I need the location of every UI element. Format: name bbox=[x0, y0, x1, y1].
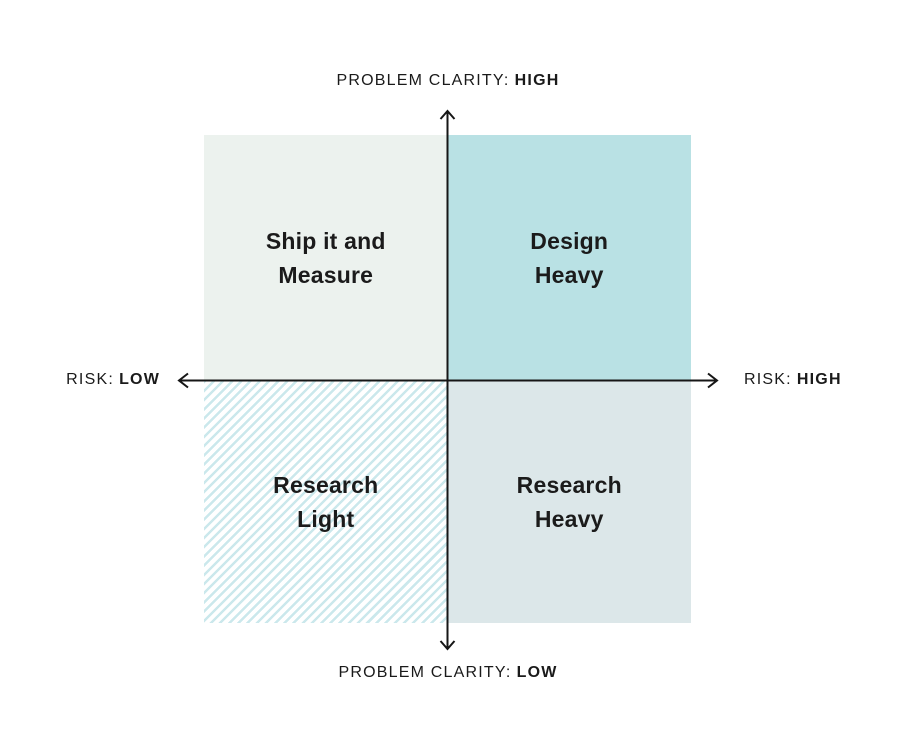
arrow-right-icon bbox=[707, 372, 719, 389]
quadrant-label-line: Research bbox=[273, 471, 379, 498]
quadrant-label-line: Measure bbox=[278, 261, 374, 288]
quadrant-label-line: Design bbox=[530, 227, 609, 254]
axis-label-prefix: PROBLEM CLARITY: bbox=[338, 664, 512, 681]
axis-label-prefix: PROBLEM CLARITY: bbox=[336, 72, 510, 89]
quadrant-grid: Ship it and Measure Design Heavy Researc… bbox=[204, 135, 691, 623]
axis-label-problem-clarity-low: PROBLEM CLARITY:LOW bbox=[338, 664, 557, 682]
axis-label-prefix: RISK: bbox=[66, 371, 114, 388]
quadrant-label-line: Light bbox=[297, 505, 355, 532]
quadrant-label-ship-it-and-measure: Ship it and Measure bbox=[266, 224, 386, 292]
quadrant-label-line: Heavy bbox=[534, 261, 604, 288]
quadrant-label-line: Heavy bbox=[534, 505, 604, 532]
arrow-down-icon bbox=[439, 640, 456, 651]
quadrant-label-line: Ship it and bbox=[265, 227, 386, 254]
axis-label-risk-low: RISK: LOW bbox=[66, 371, 160, 389]
axis-label-prefix: RISK: bbox=[744, 371, 792, 388]
quadrant-label-design-heavy: Design Heavy bbox=[530, 224, 608, 292]
quadrant-research-heavy: Research Heavy bbox=[447, 380, 691, 623]
axis-label-problem-clarity-high: PROBLEM CLARITY:HIGH bbox=[337, 72, 560, 90]
axis-label-risk-high: RISK:HIGH bbox=[744, 371, 842, 389]
quadrant-label-line: Research bbox=[516, 471, 622, 498]
quadrant-label-research-heavy: Research Heavy bbox=[517, 468, 622, 536]
axis-label-value: HIGH bbox=[796, 371, 842, 388]
axis-label-value: LOW bbox=[119, 371, 160, 388]
arrow-left-icon bbox=[177, 372, 189, 389]
axis-label-value: HIGH bbox=[514, 72, 560, 89]
quadrant-ship-it-and-measure: Ship it and Measure bbox=[204, 135, 448, 380]
axis-label-value: LOW bbox=[516, 664, 558, 681]
quadrant-label-research-light: Research Light bbox=[273, 468, 378, 536]
arrow-up-icon bbox=[439, 109, 456, 120]
quadrant-research-light: Research Light bbox=[204, 380, 448, 623]
quadrant-design-heavy: Design Heavy bbox=[447, 135, 691, 380]
